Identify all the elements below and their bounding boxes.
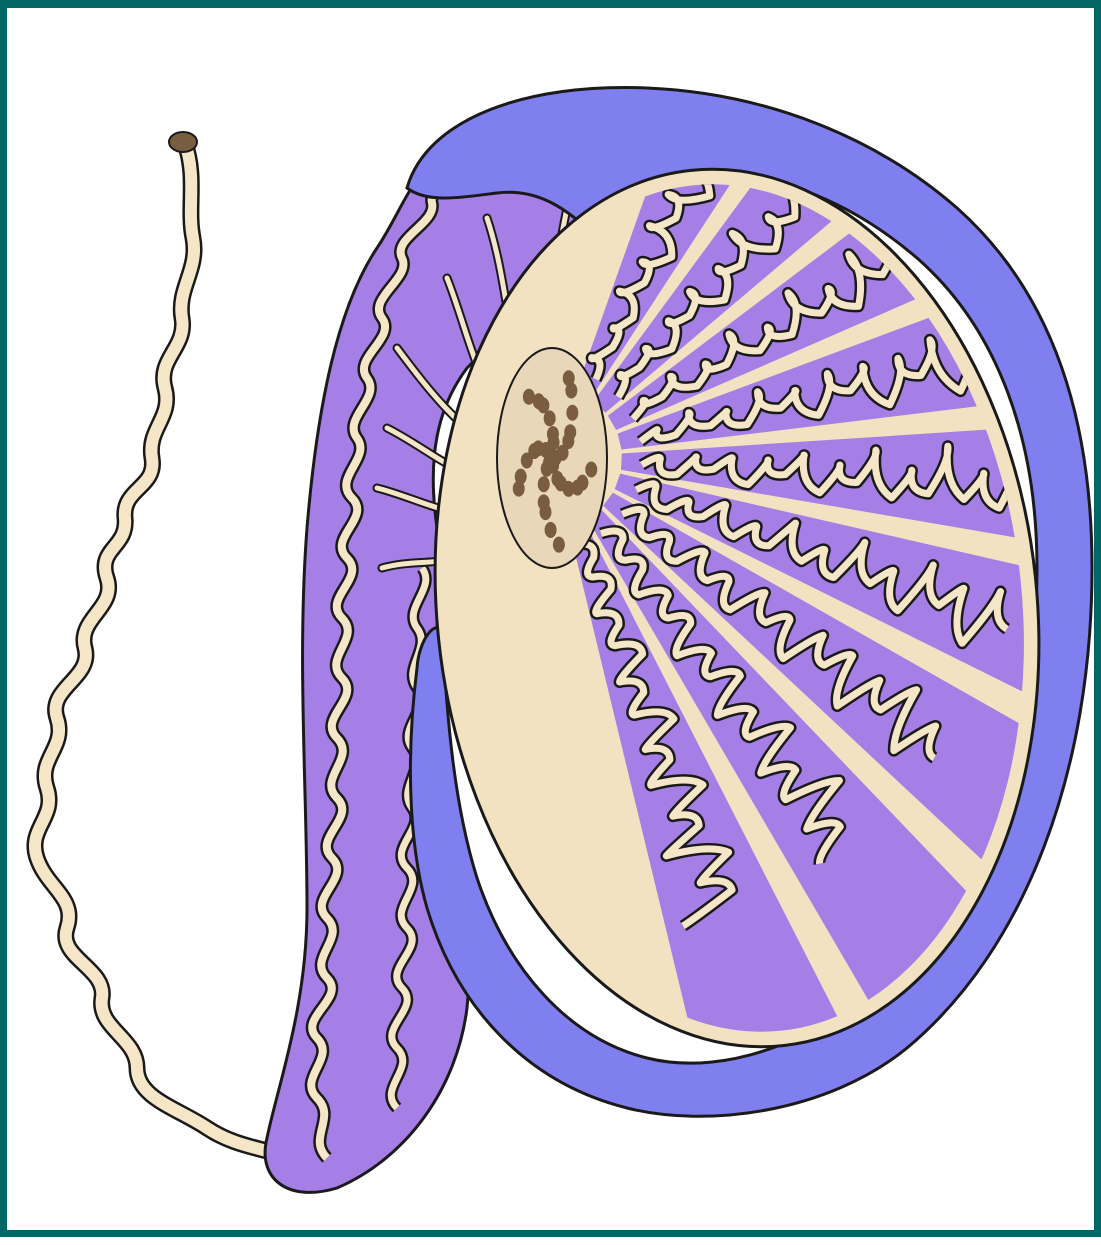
rete-channel <box>553 537 565 553</box>
vas-deferens <box>35 132 287 1158</box>
rete-channel <box>572 480 584 496</box>
rete-channel <box>523 389 535 405</box>
rete-channel <box>566 405 578 421</box>
rete-channel <box>532 440 544 456</box>
rete-channel <box>538 476 550 492</box>
rete-channel <box>585 461 597 477</box>
rete-channel <box>521 452 533 468</box>
rete-channel <box>545 522 557 538</box>
rete-channel <box>565 383 577 399</box>
rete-channel <box>543 445 555 461</box>
rete-channel <box>538 494 550 510</box>
vas-deferens-cut-end <box>169 132 197 152</box>
rete-channel <box>551 471 563 487</box>
testis-diagram <box>7 8 1101 1245</box>
rete-channel <box>515 469 527 485</box>
rete-channel <box>537 397 549 413</box>
rete-channel <box>562 433 574 449</box>
